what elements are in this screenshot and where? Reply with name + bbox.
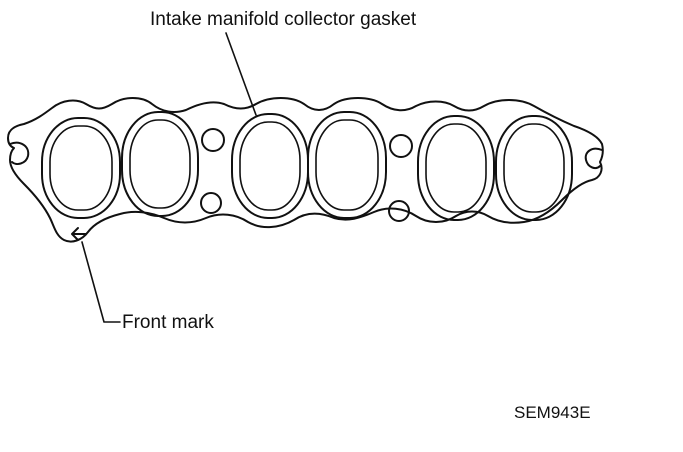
- front-mark-arrow: [71, 227, 87, 241]
- figure-code: SEM943E: [514, 403, 591, 422]
- intake-port-1-inner: [49, 125, 113, 211]
- intake-port-6: [495, 115, 573, 221]
- intake-port-5-inner: [425, 123, 487, 213]
- bolt-hole-upper-right: [389, 134, 413, 158]
- gasket-leader-line: [225, 32, 257, 116]
- intake-port-6-inner: [503, 123, 565, 213]
- bolt-holes: [200, 128, 413, 222]
- intake-port-2: [121, 111, 199, 217]
- bolt-hole-lower-left: [200, 192, 222, 214]
- front-mark-label: Front mark: [122, 312, 214, 333]
- intake-port-4: [307, 111, 387, 219]
- left-bolt-notch: [9, 141, 30, 165]
- bolt-hole-upper-left: [201, 128, 225, 152]
- intake-port-3-inner: [239, 121, 301, 211]
- bolt-hole-lower-right: [388, 200, 410, 222]
- right-bolt-notch: [584, 147, 603, 169]
- intake-ports: [41, 111, 573, 221]
- intake-port-3: [231, 113, 309, 219]
- intake-port-2-inner: [129, 119, 191, 209]
- intake-port-4-inner: [315, 119, 379, 211]
- intake-port-5: [417, 115, 495, 221]
- gasket-outer-outline: [7, 97, 604, 243]
- gasket-label: Intake manifold collector gasket: [150, 9, 417, 30]
- front-mark-leader-line: [81, 241, 121, 323]
- intake-port-1: [41, 117, 121, 219]
